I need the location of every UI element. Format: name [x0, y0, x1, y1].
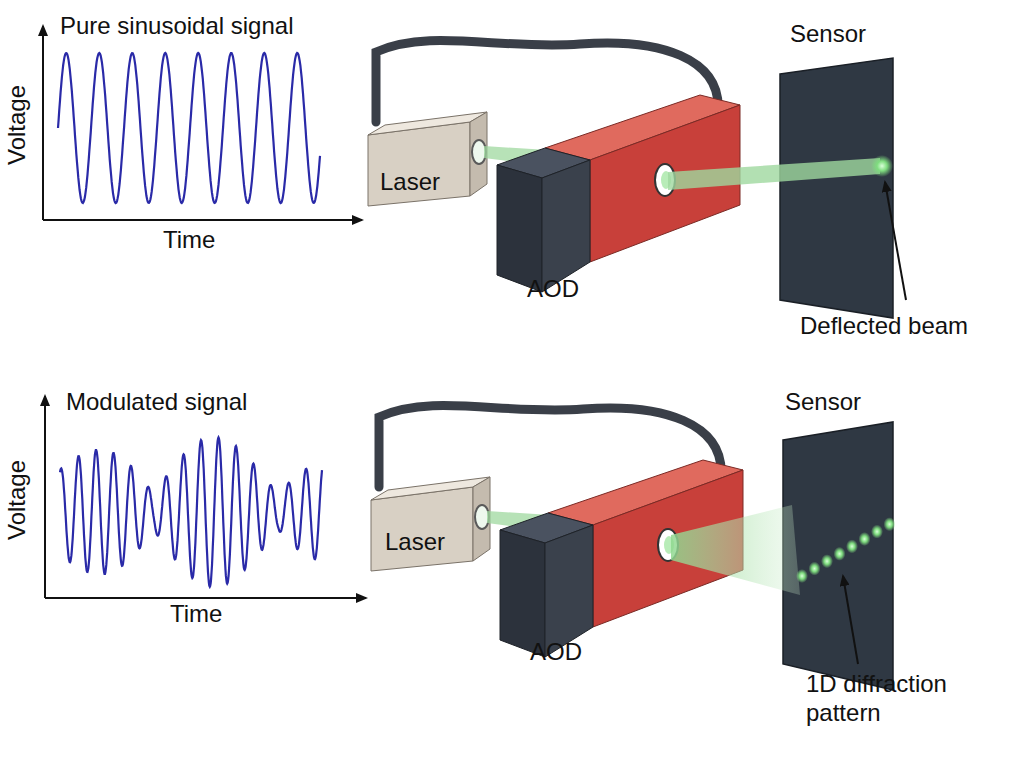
signal-title: Pure sinusoidal signal: [60, 12, 293, 41]
callout-label: 1D diffraction pattern: [806, 670, 996, 728]
axis-label: Voltage: [3, 85, 32, 165]
diffraction-spot: [796, 569, 808, 583]
diffraction-spot: [871, 525, 883, 539]
part-label: Laser: [380, 168, 440, 197]
part-label: Sensor: [785, 388, 861, 417]
signal-title: Modulated signal: [66, 388, 247, 417]
part-label: AOD: [527, 275, 579, 304]
diffraction-spot: [809, 562, 821, 576]
axis-label: Voltage: [3, 460, 32, 540]
diffraction-spot: [884, 517, 896, 531]
diffraction-spot: [821, 554, 833, 568]
callout-label: Deflected beam: [800, 312, 968, 341]
diffraction-spot: [859, 532, 871, 546]
axis-label: Time: [170, 600, 222, 629]
diffraction-spot: [834, 547, 846, 561]
axis-label: Time: [163, 226, 215, 255]
part-label: Laser: [385, 528, 445, 557]
part-label: AOD: [530, 638, 582, 667]
diffraction-spot: [846, 539, 858, 553]
part-label: Sensor: [790, 20, 866, 49]
